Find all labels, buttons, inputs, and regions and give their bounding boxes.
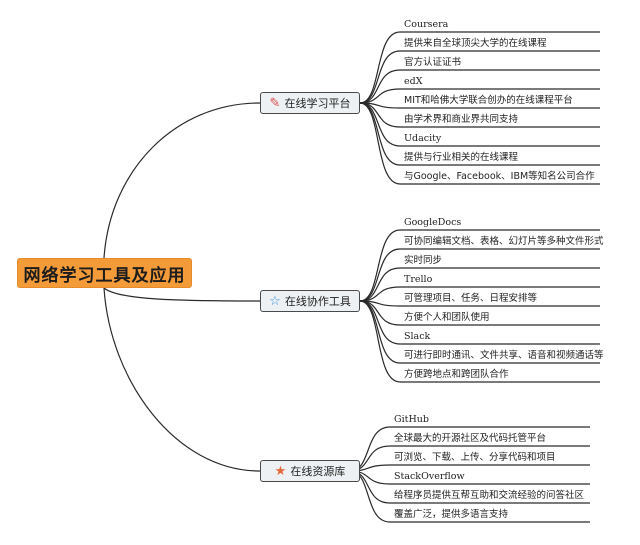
leaf-connector	[349, 464, 590, 472]
leaf-item[interactable]: 可协同编辑文档、表格、幻灯片等多种文件形式	[404, 236, 604, 247]
leaf-item[interactable]: 可管理项目、任务、日程安排等	[404, 293, 538, 304]
leaf-connector	[349, 470, 590, 485]
leaf-item[interactable]: 可进行即时通讯、文件共享、语音和视频通话等	[404, 350, 604, 361]
leaf-googledocs[interactable]: GoogleDocs	[404, 217, 462, 228]
leaf-item[interactable]: 提供来自全球顶尖大学的在线课程	[404, 38, 547, 49]
star-outline-icon: ☆	[269, 293, 281, 309]
root-topic[interactable]: 网络学习工具及应用	[17, 258, 192, 288]
leaf-connector	[359, 300, 600, 383]
leaf-item[interactable]: 可浏览、下载、上传、分享代码和项目	[394, 452, 556, 463]
leaf-item[interactable]: 实时同步	[404, 255, 443, 266]
leaf-github[interactable]: GitHub	[394, 414, 429, 425]
leaf-item[interactable]: 方便跨地点和跨团队合作	[404, 369, 509, 380]
leaf-connector	[359, 69, 600, 104]
leaf-item[interactable]: 官方认证证书	[404, 57, 462, 68]
leaf-connector	[359, 50, 600, 104]
leaf-udacity[interactable]: Udacity	[404, 133, 442, 144]
star-filled-icon: ★	[274, 463, 287, 479]
branch-label: 在线协作工具	[284, 295, 351, 308]
leaf-item[interactable]: 全球最大的开源社区及代码托管平台	[394, 433, 547, 444]
leaf-connector	[359, 88, 600, 104]
branch-label: 在线学习平台	[284, 97, 351, 110]
leaf-connector	[359, 248, 600, 302]
leaf-item[interactable]: 方便个人和团队使用	[404, 312, 490, 323]
branch-label: 在线资源库	[290, 465, 346, 478]
pen-icon: ✎	[269, 95, 281, 111]
leaf-trello[interactable]: Trello	[404, 274, 433, 285]
leaf-item[interactable]: 提供与行业相关的在线课程	[404, 152, 519, 163]
leaf-item[interactable]: 覆盖广泛，提供多语言支持	[394, 509, 509, 520]
leaf-slack[interactable]: Slack	[404, 331, 431, 342]
leaf-item[interactable]: 与Google、Facebook、IBM等知名公司合作	[404, 171, 595, 182]
branch-online-learning[interactable]: ✎ 在线学习平台	[260, 92, 360, 114]
root-connector	[103, 102, 261, 259]
root-connector	[103, 287, 261, 472]
leaf-edx[interactable]: edX	[404, 76, 423, 87]
leaf-item[interactable]: MIT和哈佛大学联合创办的在线课程平台	[404, 95, 573, 106]
leaf-item[interactable]: 由学术界和商业界共同支持	[404, 114, 519, 125]
leaf-connector	[359, 31, 600, 104]
root-connector	[103, 287, 261, 302]
leaf-connector	[359, 300, 600, 326]
leaf-stackoverflow[interactable]: StackOverflow	[394, 471, 465, 482]
leaf-connector	[359, 286, 600, 302]
leaf-connector	[359, 102, 600, 185]
leaf-connector	[359, 229, 600, 302]
leaf-item[interactable]: 给程序员提供互帮互助和交流经验的问答社区	[394, 490, 585, 501]
leaf-coursera[interactable]: Coursera	[404, 19, 449, 30]
leaf-connector	[359, 267, 600, 302]
branch-online-resources[interactable]: ★ 在线资源库	[260, 460, 360, 482]
branch-online-collab[interactable]: ☆ 在线协作工具	[260, 290, 360, 312]
leaf-connector	[359, 102, 600, 128]
